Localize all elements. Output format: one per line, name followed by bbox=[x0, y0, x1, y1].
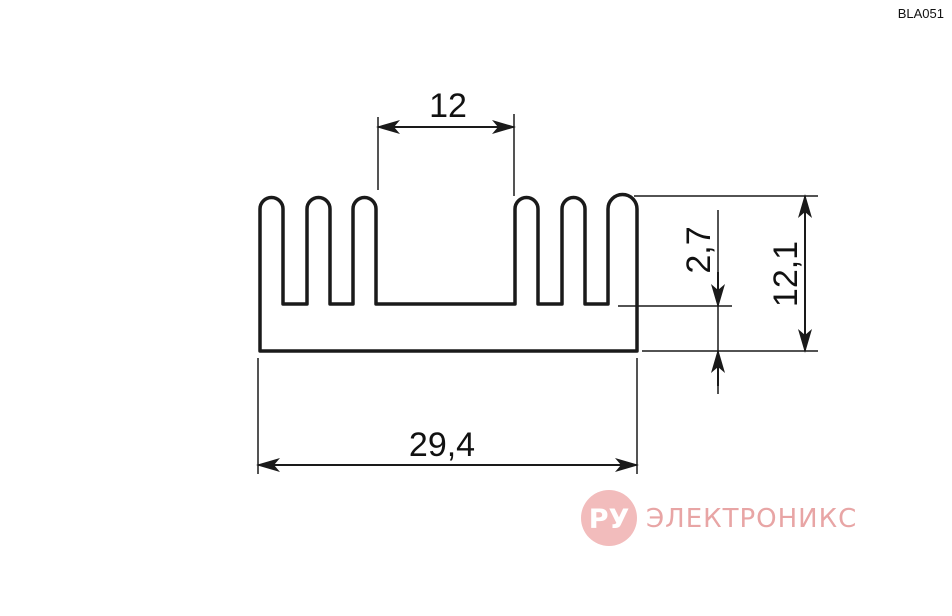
dimension-label-width: 29,4 bbox=[409, 426, 475, 464]
watermark-badge-text: РУ bbox=[589, 504, 630, 535]
dimension-label-height: 12,1 bbox=[767, 241, 805, 307]
dimension-total-height: 12,1 bbox=[634, 194, 818, 353]
dimension-slot-width: 12 bbox=[376, 87, 516, 196]
heatsink-profile bbox=[258, 192, 639, 353]
watermark-badge bbox=[581, 490, 637, 546]
dimension-base-thickness: 2,7 bbox=[618, 210, 732, 394]
dimension-label-thickness: 2,7 bbox=[680, 226, 718, 273]
dimension-total-width: 29,4 bbox=[256, 358, 639, 474]
watermark-text: ЭЛЕКТРОНИКС bbox=[646, 504, 857, 534]
part-code-label: BLA051 bbox=[898, 6, 944, 21]
watermark-logo: РУ ЭЛЕКТРОНИКС bbox=[581, 490, 857, 546]
dimension-label-slot: 12 bbox=[429, 87, 467, 125]
